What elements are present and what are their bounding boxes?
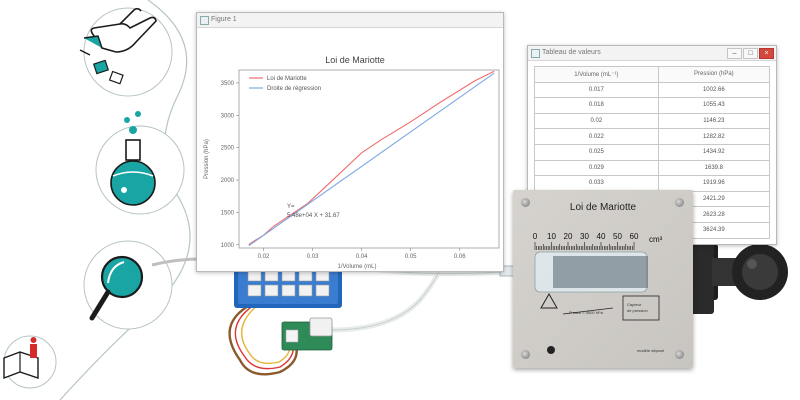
grove-port — [315, 284, 330, 297]
plot-window-title: Figure 1 — [211, 16, 237, 23]
screw — [521, 198, 530, 207]
cell-pressure[interactable]: 1919.96 — [657, 175, 771, 192]
mariotte-chart: Loi de Mariotte 1000 1500 2000 2500 3000 3500… — [204, 55, 500, 270]
magnifier-icon[interactable] — [83, 240, 173, 330]
grove-port — [264, 284, 279, 297]
table-window-titlebar[interactable]: Tableau de valeurs – □ × — [528, 46, 776, 61]
sensor-wire-red — [234, 304, 294, 370]
scale-label: 10 — [547, 232, 556, 241]
sensor-outline — [622, 295, 660, 321]
cell-inverse-volume[interactable]: 0.025 — [534, 143, 659, 161]
x-tick-label: 0.05 — [405, 254, 417, 260]
sensor-note-1: Capteur — [627, 302, 642, 307]
hand-drag-icon[interactable] — [79, 7, 173, 97]
cell-inverse-volume[interactable]: 0.029 — [534, 159, 659, 177]
pressure-sensor-board[interactable] — [281, 317, 333, 351]
y-tick-label: 1500 — [221, 210, 235, 216]
sensor-wire-yellow — [241, 304, 291, 365]
sensor-note-2: de pression — [627, 308, 648, 313]
series-line-regression — [248, 72, 495, 247]
close-button[interactable]: × — [759, 48, 774, 59]
book-info-icon[interactable] — [3, 335, 57, 389]
pressure-max-note: P maxi = 4000 hPa — [569, 310, 603, 315]
scale-label: 20 — [564, 232, 573, 241]
screw — [521, 350, 530, 359]
screw — [675, 198, 684, 207]
table-app-icon — [531, 49, 540, 58]
grove-port — [298, 284, 313, 297]
grove-port — [247, 284, 262, 297]
x-tick-label: 0.02 — [258, 254, 270, 260]
cell-inverse-volume[interactable]: 0.022 — [534, 128, 659, 145]
plot-window-titlebar[interactable]: Figure 1 — [197, 13, 503, 28]
warning-triangle-icon — [540, 292, 558, 309]
scale-label: 30 — [580, 232, 589, 241]
note-arrow — [562, 307, 614, 315]
brand-logo-icon — [547, 346, 555, 354]
y-tick-label: 2500 — [221, 146, 235, 152]
plot-window[interactable]: Figure 1 Loi de Mariotte 1000 1500 2000 250… — [196, 12, 504, 272]
model-label: modèle déposé — [637, 348, 665, 353]
figure-icon — [200, 16, 209, 25]
x-tick-label: 0.06 — [454, 254, 466, 260]
regression-annotation-1: Y= — [287, 204, 295, 210]
scale-label: 50 — [613, 232, 622, 241]
table-header-row: 1/Volume (mL⁻¹) Pression (hPa) — [534, 66, 771, 83]
cell-pressure[interactable]: 1282.82 — [657, 128, 771, 145]
cell-inverse-volume[interactable]: 0.033 — [534, 175, 659, 192]
header-pressure[interactable]: Pression (hPa) — [657, 66, 771, 83]
x-tick-label: 0.03 — [307, 254, 319, 260]
scale-unit: cm³ — [649, 235, 663, 244]
cell-pressure[interactable]: 1639.8 — [657, 159, 771, 177]
scale-label: 40 — [597, 232, 606, 241]
maximize-button[interactable]: □ — [743, 48, 758, 59]
chart-title: Loi de Mariotte — [325, 55, 385, 65]
grove-port — [281, 284, 296, 297]
scale-label: 0 — [533, 232, 538, 241]
cell-pressure[interactable]: 1002.66 — [657, 81, 771, 99]
screw — [675, 350, 684, 359]
workflow-curve — [59, 0, 191, 400]
x-tick-label: 0.04 — [356, 254, 368, 260]
volume-scale: 0 10 20 30 40 50 60 cm³ — [533, 232, 663, 354]
table-window-title: Tableau de valeurs — [542, 49, 601, 56]
cell-inverse-volume[interactable]: 0.02 — [534, 112, 659, 130]
x-axis-label: 1/Volume (mL) — [337, 264, 376, 270]
syringe-plunger — [553, 256, 648, 288]
legend: Loi de Mariotte Droite de régression — [249, 76, 321, 92]
mariotte-device-board[interactable]: Loi de Mariotte 0 10 20 30 40 50 60 cm³ P maxi… — [513, 190, 693, 368]
cell-pressure[interactable]: 1146.23 — [657, 112, 771, 130]
y-tick-label: 3500 — [221, 81, 235, 87]
cell-pressure[interactable]: 1434.92 — [657, 143, 771, 161]
y-tick-label: 2000 — [221, 178, 235, 184]
scale-label: 60 — [630, 232, 639, 241]
flask-icon[interactable] — [95, 111, 185, 215]
header-inverse-volume[interactable]: 1/Volume (mL⁻¹) — [534, 66, 659, 83]
device-title: Loi de Mariotte — [569, 202, 637, 213]
cell-inverse-volume[interactable]: 0.018 — [534, 97, 659, 114]
minimize-button[interactable]: – — [727, 48, 742, 59]
regression-annotation-2: 5.48e+04 X + 31.67 — [287, 213, 340, 219]
y-tick-label: 1000 — [221, 243, 235, 249]
y-tick-label: 3000 — [221, 113, 235, 119]
sensor-wire-brown — [228, 303, 298, 376]
cell-inverse-volume[interactable]: 0.017 — [534, 81, 659, 99]
cell-pressure[interactable]: 1055.43 — [657, 97, 771, 114]
legend-label-1: Loi de Mariotte — [267, 76, 307, 82]
legend-label-2: Droite de régression — [267, 86, 321, 92]
y-axis-label: Pression (hPa) — [204, 139, 210, 179]
